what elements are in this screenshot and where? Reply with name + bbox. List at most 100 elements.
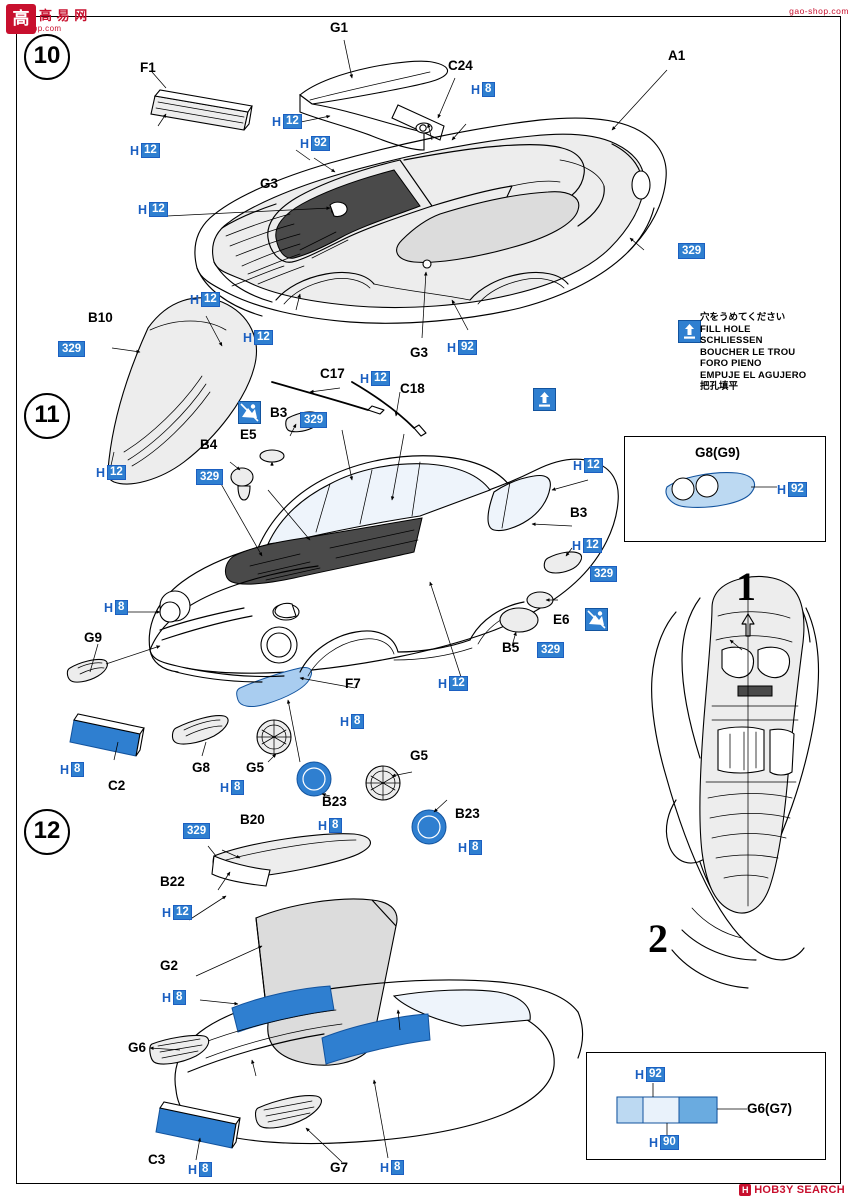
- step-number-11: 11: [24, 393, 70, 439]
- h-number: 12: [448, 676, 469, 691]
- h-tag-10: H 12: [360, 371, 391, 386]
- h-prefix: H: [777, 482, 787, 497]
- h-number: 92: [457, 340, 478, 355]
- h-prefix: H: [458, 840, 468, 855]
- h-prefix: H: [243, 330, 253, 345]
- h-number: 92: [787, 482, 808, 497]
- legend-line-cn: 把孔填平: [700, 381, 739, 393]
- h-number: 92: [310, 136, 331, 151]
- legend-line-en: FILL HOLE: [700, 324, 751, 335]
- h-number: 12: [583, 458, 604, 473]
- h-prefix: H: [60, 762, 70, 777]
- part-label-c18: C18: [400, 381, 425, 396]
- watermark-sub: gao-shop.com: [6, 24, 62, 33]
- h-prefix: H: [447, 340, 457, 355]
- watermark-top-right: gao-shop.com: [789, 6, 849, 16]
- h-tag-22: H 8: [380, 1160, 404, 1175]
- legend-title-jp: 穴をうめてください: [700, 312, 786, 323]
- h-prefix: H: [471, 82, 481, 97]
- part-label-c17: C17: [320, 366, 345, 381]
- h-number: 12: [148, 202, 169, 217]
- h-number: 12: [106, 465, 127, 480]
- legend-line-it: FORO PIENO: [700, 358, 762, 370]
- h-prefix: H: [190, 292, 200, 307]
- h-tag-3: H 12: [272, 114, 303, 129]
- tag-329-b4: 329: [196, 469, 224, 485]
- h-tag-12: H 12: [438, 676, 469, 691]
- part-label-g1: G1: [330, 20, 349, 35]
- h-tag-21: H 8: [188, 1162, 212, 1177]
- inset-g8-g9-h-tag: H 92: [777, 482, 808, 497]
- h-number: 8: [172, 990, 186, 1005]
- h-tag-8: H 12: [243, 330, 274, 345]
- h-prefix: H: [573, 458, 583, 473]
- part-label-b3-lower: B3: [570, 505, 588, 520]
- h-prefix: H: [340, 714, 350, 729]
- h-number: 8: [350, 714, 364, 729]
- legend-line-de: SCHLIESSEN: [700, 335, 763, 347]
- fill-hole-icon-step11: [533, 388, 556, 411]
- part-label-g9: G9: [84, 630, 103, 645]
- h-prefix: H: [300, 136, 310, 151]
- h-prefix: H: [360, 371, 370, 386]
- inset-g6-g7-h90: H 90: [649, 1135, 680, 1150]
- part-label-f1: F1: [140, 60, 156, 75]
- tag-329-b5: 329: [537, 642, 565, 658]
- tag-329-b3: 329: [300, 412, 328, 428]
- part-label-b23-right: B23: [455, 806, 480, 821]
- h-prefix: H: [162, 905, 172, 920]
- hobby-search-text: HOB3Y SEARCH: [754, 1184, 845, 1196]
- inset-g6-g7-h92: H 92: [635, 1067, 666, 1082]
- h-prefix: H: [649, 1135, 659, 1150]
- h-prefix: H: [130, 143, 140, 158]
- legend-line-fr: BOUCHER LE TROU: [700, 346, 796, 358]
- part-label-b20: B20: [240, 812, 265, 827]
- watermark-badge: 高: [6, 4, 36, 34]
- part-label-c24: C24: [448, 58, 473, 73]
- h-tag-16: H 8: [340, 714, 364, 729]
- fill-hole-icon-legend: [678, 320, 701, 343]
- part-label-e5: E5: [240, 427, 257, 442]
- part-label-g7: G7: [330, 1160, 349, 1175]
- h-number: 8: [198, 1162, 212, 1177]
- h-number: 8: [70, 762, 84, 777]
- h-number: 12: [140, 143, 161, 158]
- h-prefix: H: [380, 1160, 390, 1175]
- h-prefix: H: [220, 780, 230, 795]
- h-prefix: H: [438, 676, 448, 691]
- part-label-b4: B4: [200, 437, 218, 452]
- part-label-c3: C3: [148, 1152, 166, 1167]
- h-tag-17: H 8: [318, 818, 342, 833]
- h-number: 8: [328, 818, 342, 833]
- h-number: 90: [659, 1135, 680, 1150]
- part-label-b23-left: B23: [322, 794, 347, 809]
- h-number: 12: [253, 330, 274, 345]
- h-number: 12: [370, 371, 391, 386]
- h-prefix: H: [188, 1162, 198, 1177]
- part-label-g5-right: G5: [410, 748, 429, 763]
- part-label-f7: F7: [345, 676, 361, 691]
- watermark-bottom-right: H HOB3Y SEARCH: [739, 1184, 845, 1196]
- part-label-g8: G8: [192, 760, 211, 775]
- part-label-b3-upper: B3: [270, 405, 288, 420]
- h-prefix: H: [138, 202, 148, 217]
- part-label-c2: C2: [108, 778, 126, 793]
- part-label-b22: B22: [160, 874, 185, 889]
- h-tag-15: H 8: [60, 762, 84, 777]
- h-tag-20: H 12: [572, 538, 603, 553]
- step-number-12: 12: [24, 809, 70, 855]
- part-label-a1: A1: [668, 48, 686, 63]
- h-number: 12: [172, 905, 193, 920]
- hand-step-1-number: 1: [736, 564, 756, 609]
- part-label-b10: B10: [88, 310, 113, 325]
- part-label-b5: B5: [502, 640, 520, 655]
- tag-329-b20: 329: [183, 823, 211, 839]
- watermark-brand: 高 易 网: [39, 8, 88, 23]
- inset-g8-g9: G8(G9) H 92: [624, 436, 826, 542]
- no-glue-icon-left: [238, 401, 261, 424]
- h-number: 12: [200, 292, 221, 307]
- h-number: 8: [481, 82, 495, 97]
- h-number: 8: [468, 840, 482, 855]
- h-number: 8: [114, 600, 128, 615]
